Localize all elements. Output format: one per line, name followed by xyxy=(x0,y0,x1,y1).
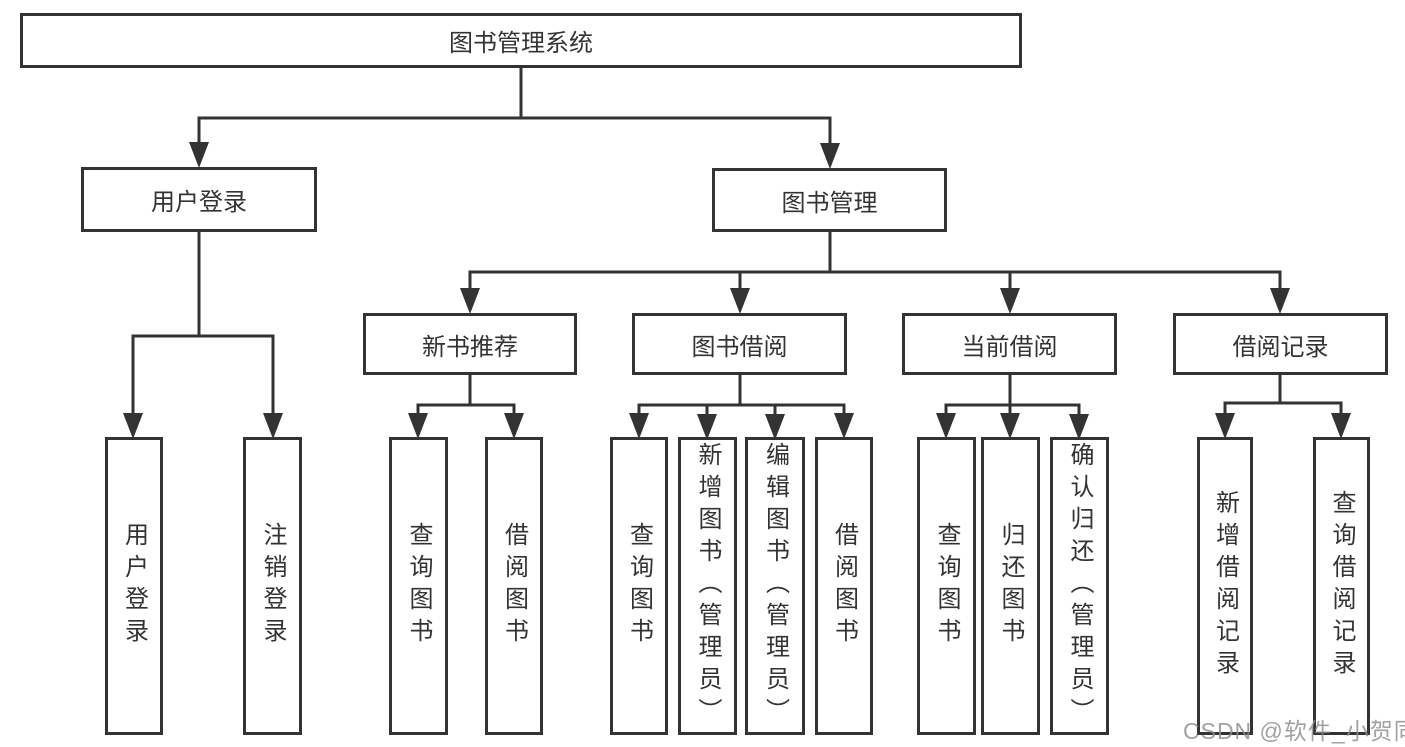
leaf-borrowing-edit-book-admin: 编辑图书（管理员） xyxy=(745,437,805,735)
leaf-records-add-record: 新增借阅记录 xyxy=(1197,437,1253,735)
node-user-login: 用户登录 xyxy=(81,167,317,232)
node-current-borrowing: 当前借阅 xyxy=(902,313,1117,375)
arrowheads xyxy=(123,142,1351,440)
node-book-management: 图书管理 xyxy=(712,168,947,232)
leaf-recommend-query-book: 查询图书 xyxy=(389,437,448,735)
leaf-current-return-book: 归还图书 xyxy=(981,437,1040,735)
node-new-book-recommend: 新书推荐 xyxy=(363,313,577,375)
leaf-recommend-borrow-book: 借阅图书 xyxy=(485,437,543,735)
leaf-current-confirm-return-admin: 确认归还（管理员） xyxy=(1050,437,1109,735)
node-root: 图书管理系统 xyxy=(20,13,1022,68)
tree-edges xyxy=(131,66,1343,424)
leaf-logout: 注销登录 xyxy=(243,437,302,735)
leaf-borrowing-borrow-book: 借阅图书 xyxy=(815,437,873,735)
leaf-user-login: 用户登录 xyxy=(105,437,163,735)
leaf-borrowing-add-book-admin: 新增图书（管理员） xyxy=(678,437,737,735)
node-book-borrowing: 图书借阅 xyxy=(632,313,847,375)
csdn-watermark: CSDN @软件_小贺同学 xyxy=(1183,718,1405,744)
leaf-current-query-book: 查询图书 xyxy=(917,437,976,735)
leaf-borrowing-query-book: 查询图书 xyxy=(610,437,668,735)
node-borrowing-records: 借阅记录 xyxy=(1173,313,1388,375)
leaf-records-query-record: 查询借阅记录 xyxy=(1313,437,1370,735)
